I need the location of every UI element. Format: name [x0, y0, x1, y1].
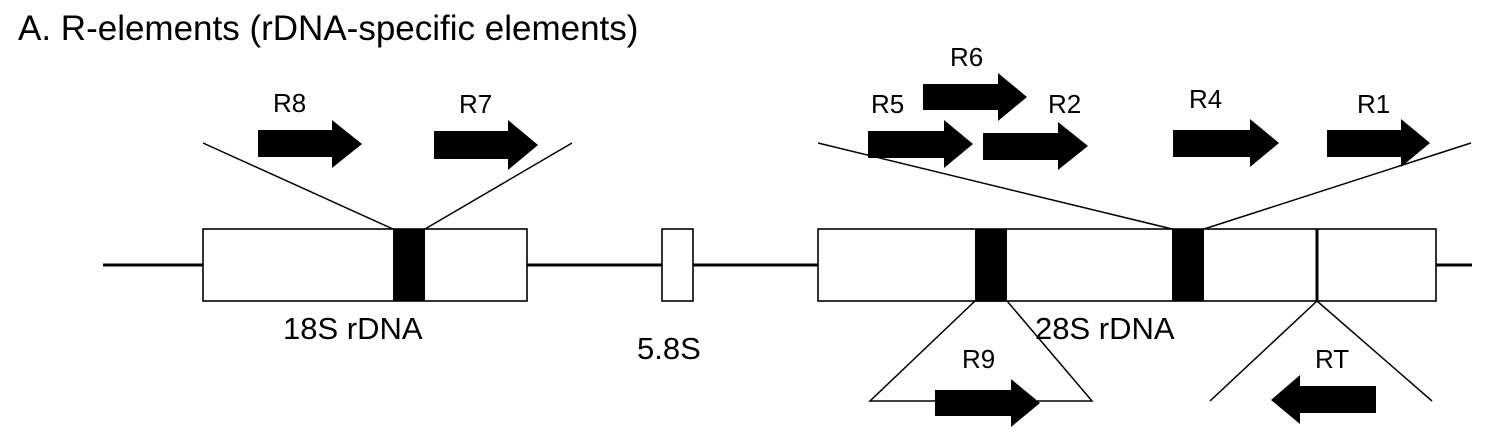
r9-label: R9 — [962, 344, 995, 374]
r2-label: R2 — [1048, 89, 1081, 119]
rt-label: RT — [1315, 344, 1349, 374]
r4-arrow — [1173, 119, 1279, 167]
label-18s-rdna: 18S rDNA — [283, 311, 423, 346]
fan-18s-upper — [202, 142, 394, 230]
r4-label: R4 — [1189, 84, 1222, 114]
r2-arrow — [983, 122, 1088, 170]
fan-r9-lower — [868, 300, 1094, 402]
r9-arrow — [935, 379, 1040, 427]
r8-arrow — [258, 120, 362, 168]
r5-label: R5 — [871, 89, 904, 119]
label-28s-rdna: 28S rDNA — [1035, 311, 1175, 346]
rt-arrow — [1271, 375, 1376, 424]
label-5-8s: 5.8S — [637, 331, 701, 366]
r1-arrow — [1327, 119, 1430, 167]
r8-label: R8 — [273, 88, 306, 118]
rdna-28s-main-band — [1172, 229, 1204, 301]
rdna-18s-box — [202, 228, 528, 302]
rdna-28s-r9-band — [975, 229, 1007, 301]
r1-label: R1 — [1357, 89, 1390, 119]
diagram-title: A. R-elements (rDNA-specific elements) — [18, 9, 638, 48]
fan-18s-upper-right — [424, 142, 573, 230]
rdna-5-8s-box — [661, 228, 694, 302]
r6-arrow — [923, 73, 1027, 121]
r7-label: R7 — [459, 89, 492, 119]
fan-rt-lower-right — [1316, 300, 1433, 402]
r5-arrow — [868, 120, 973, 168]
r7-arrow — [434, 120, 538, 170]
fan-28s-upper-right — [1203, 142, 1472, 230]
r6-label: R6 — [950, 42, 983, 72]
fan-rt-lower-left — [1209, 300, 1318, 402]
rdna-28s-box — [817, 228, 1437, 302]
rdna-18s-insertion-band — [393, 229, 425, 301]
